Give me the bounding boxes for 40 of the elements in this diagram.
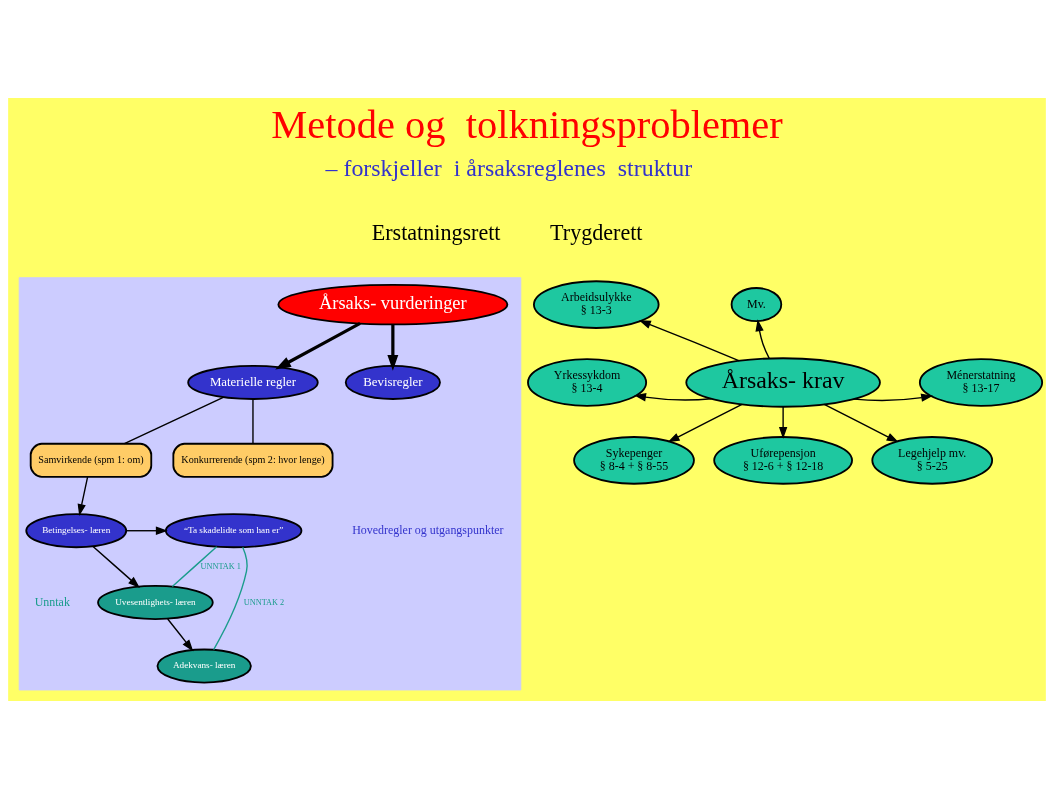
connector xyxy=(252,397,254,444)
connector xyxy=(123,396,224,444)
node-ellipse: Uførepensjon § 12-6 + § 12-18 xyxy=(713,435,853,485)
label: – forskjeller i årsaksreglenes struktur xyxy=(325,154,693,181)
label: Erstatningsrett xyxy=(371,219,501,245)
node-box: Konkurrerende (spm 2: hvor lenge) xyxy=(172,442,334,478)
label: Unntak xyxy=(34,594,70,609)
node-ellipse: Uvesentlighets- læren xyxy=(97,584,214,620)
diagram-title: Metode og tolkningsproblemer xyxy=(271,101,783,147)
connector xyxy=(171,545,218,587)
cluster xyxy=(18,276,522,690)
node-ellipse: Adekvans- læren xyxy=(156,648,252,683)
node-ellipse: Betingelses- læren xyxy=(25,512,128,548)
arrow xyxy=(275,321,361,369)
arrow xyxy=(125,526,168,535)
arrow xyxy=(755,318,770,359)
node-ellipse: Legehjelp mv. § 5-25 xyxy=(871,435,994,485)
arrow xyxy=(92,545,140,588)
node-ellipse: Årsaks- vurderinger xyxy=(277,283,509,325)
arrow xyxy=(77,476,89,516)
arrow xyxy=(823,403,899,442)
arrow xyxy=(387,323,399,371)
arrow xyxy=(667,403,743,442)
edge-label: UNNTAK 1 xyxy=(200,561,241,571)
label: Trygderett xyxy=(550,219,643,245)
arrow xyxy=(638,319,741,362)
node-ellipse: “Ta skadelidte som han er” xyxy=(164,512,303,548)
edge-label: UNNTAK 2 xyxy=(243,597,285,607)
node-box: Samvirkende (spm 1: om) xyxy=(29,442,153,478)
node-ellipse: Bevisregler xyxy=(344,364,441,400)
arrow xyxy=(634,392,713,401)
node-ellipse: Årsaks- krav xyxy=(685,356,881,408)
arrow xyxy=(853,393,934,402)
node-ellipse: Mv. xyxy=(730,286,783,322)
arrow xyxy=(778,405,788,439)
node-ellipse: Materielle regler xyxy=(187,364,319,400)
node-ellipse: Sykepenger § 8-4 + § 8-55 xyxy=(573,435,695,485)
label: Hovedregler og utgangspunkter xyxy=(352,522,504,537)
arrow xyxy=(167,617,194,651)
connector xyxy=(213,546,248,650)
